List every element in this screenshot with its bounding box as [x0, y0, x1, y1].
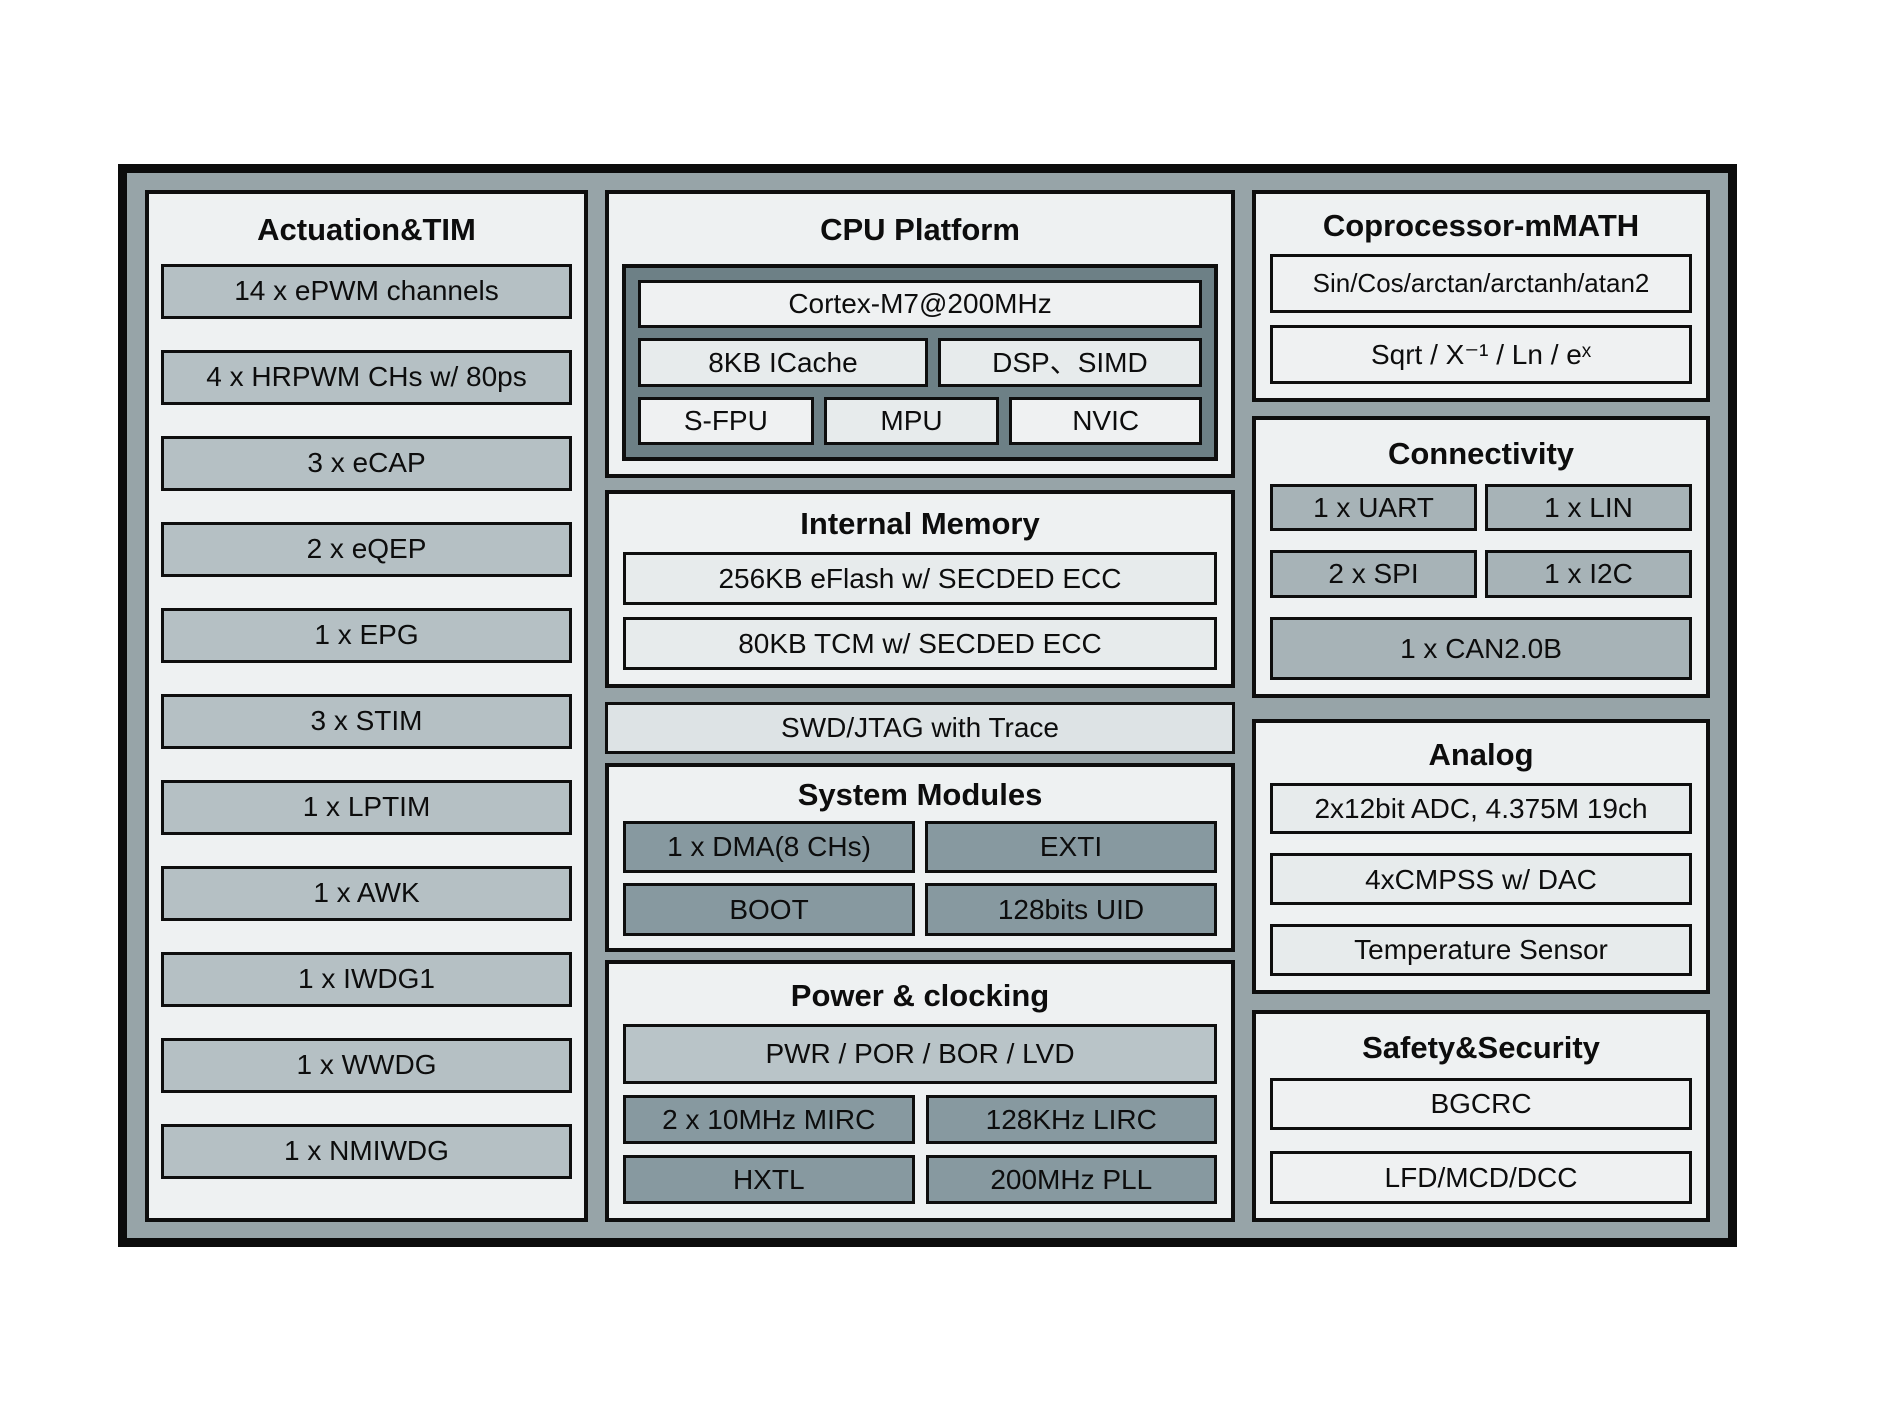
safety-security-title: Safety&Security: [1362, 1030, 1600, 1065]
power-clocking-grid: 2 x 10MHz MIRC 128KHz LIRC HXTL 200MHz P…: [623, 1095, 1217, 1204]
connectivity-panel: Connectivity 1 x UART 1 x LIN 2 x SPI 1 …: [1252, 416, 1710, 698]
item-lfd-mcd-dcc: LFD/MCD/DCC: [1270, 1151, 1692, 1205]
item-mpu: MPU: [823, 396, 1000, 445]
item-pll: 200MHz PLL: [925, 1155, 1217, 1204]
item-lptim: 1 x LPTIM: [161, 779, 572, 835]
item-mirc: 2 x 10MHz MIRC: [623, 1095, 915, 1145]
safety-security-items: BGCRC LFD/MCD/DCC: [1270, 1077, 1692, 1205]
item-spi: 2 x SPI: [1270, 550, 1477, 598]
item-hrpwm: 4 x HRPWM CHs w/ 80ps: [161, 349, 572, 405]
item-tcm: 80KB TCM w/ SECDED ECC: [623, 616, 1217, 671]
actuation-panel: Actuation&TIM 14 x ePWM channels 4 x HRP…: [145, 190, 588, 1222]
power-clocking-body: PWR / POR / BOR / LVD 2 x 10MHz MIRC 128…: [623, 1023, 1217, 1204]
item-pwr-por-bor-lvd: PWR / POR / BOR / LVD: [623, 1023, 1217, 1085]
item-hxtl: HXTL: [623, 1155, 915, 1204]
analog-panel: Analog 2x12bit ADC, 4.375M 19ch 4xCMPSS …: [1252, 719, 1710, 994]
power-clocking-title: Power & clocking: [790, 978, 1050, 1013]
item-epwm-channels: 14 x ePWM channels: [161, 263, 572, 319]
item-dma: 1 x DMA(8 CHs): [623, 820, 915, 874]
item-swd-jtag: SWD/JTAG with Trace: [605, 702, 1235, 754]
item-icache: 8KB ICache: [638, 338, 928, 387]
item-awk: 1 x AWK: [161, 865, 572, 921]
analog-items: 2x12bit ADC, 4.375M 19ch 4xCMPSS w/ DAC …: [1270, 782, 1692, 976]
middle-column: CPU Platform Cortex-M7@200MHz 8KB ICache…: [605, 190, 1235, 1222]
item-dsp-simd: DSP、SIMD: [937, 338, 1202, 387]
cpu-platform-panel: CPU Platform Cortex-M7@200MHz 8KB ICache…: [605, 190, 1235, 478]
item-temp-sensor: Temperature Sensor: [1270, 924, 1692, 976]
power-clocking-panel: Power & clocking PWR / POR / BOR / LVD 2…: [605, 960, 1235, 1222]
item-wwdg: 1 x WWDG: [161, 1037, 572, 1093]
internal-memory-title: Internal Memory: [800, 506, 1040, 541]
connectivity-title: Connectivity: [1387, 436, 1575, 471]
coprocessor-panel: Coprocessor-mMATH Sin/Cos/arctan/arctanh…: [1252, 190, 1710, 402]
item-lirc: 128KHz LIRC: [925, 1095, 1217, 1145]
system-modules-grid: 1 x DMA(8 CHs) EXTI BOOT 128bits UID: [623, 820, 1217, 936]
cpu-cache-row: 8KB ICache DSP、SIMD: [638, 338, 1202, 387]
cpu-core-cluster: Cortex-M7@200MHz 8KB ICache DSP、SIMD S-F…: [622, 263, 1218, 461]
item-iwdg1: 1 x IWDG1: [161, 951, 572, 1007]
item-cortex-core: Cortex-M7@200MHz: [638, 279, 1202, 329]
item-bgcrc: BGCRC: [1270, 1077, 1692, 1131]
cpu-platform-title: CPU Platform: [820, 212, 1020, 247]
coprocessor-title: Coprocessor-mMATH: [1322, 208, 1640, 243]
right-column: Coprocessor-mMATH Sin/Cos/arctan/arctanh…: [1252, 190, 1710, 1222]
item-i2c: 1 x I2C: [1485, 550, 1692, 598]
coprocessor-items: Sin/Cos/arctan/arctanh/atan2 Sqrt / X⁻¹ …: [1270, 253, 1692, 385]
item-stim: 3 x STIM: [161, 693, 572, 749]
item-boot: BOOT: [623, 883, 915, 936]
item-trig-functions: Sin/Cos/arctan/arctanh/atan2: [1270, 253, 1692, 313]
item-sfpu: S-FPU: [638, 396, 814, 445]
cpu-core-row: Cortex-M7@200MHz: [638, 279, 1202, 329]
system-modules-panel: System Modules 1 x DMA(8 CHs) EXTI BOOT …: [605, 763, 1235, 952]
item-uid: 128bits UID: [925, 883, 1217, 936]
item-lin: 1 x LIN: [1485, 483, 1692, 532]
item-adc: 2x12bit ADC, 4.375M 19ch: [1270, 782, 1692, 835]
item-exti: EXTI: [925, 820, 1217, 874]
analog-title: Analog: [1428, 737, 1534, 772]
internal-memory-panel: Internal Memory 256KB eFlash w/ SECDED E…: [605, 490, 1235, 688]
actuation-title: Actuation&TIM: [257, 212, 476, 247]
item-cmpss: 4xCMPSS w/ DAC: [1270, 853, 1692, 906]
chip-outline: Actuation&TIM 14 x ePWM channels 4 x HRP…: [118, 164, 1737, 1247]
item-eqep: 2 x eQEP: [161, 521, 572, 577]
item-nvic: NVIC: [1009, 396, 1202, 445]
cpu-fpu-row: S-FPU MPU NVIC: [638, 396, 1202, 445]
item-can: 1 x CAN2.0B: [1270, 616, 1692, 680]
item-ecap: 3 x eCAP: [161, 435, 572, 491]
internal-memory-items: 256KB eFlash w/ SECDED ECC 80KB TCM w/ S…: [623, 551, 1217, 671]
system-modules-title: System Modules: [797, 777, 1043, 812]
item-epg: 1 x EPG: [161, 607, 572, 663]
connectivity-grid: 1 x UART 1 x LIN 2 x SPI 1 x I2C: [1270, 483, 1692, 598]
safety-security-panel: Safety&Security BGCRC LFD/MCD/DCC: [1252, 1010, 1710, 1222]
item-eflash: 256KB eFlash w/ SECDED ECC: [623, 551, 1217, 605]
left-column: Actuation&TIM 14 x ePWM channels 4 x HRP…: [145, 190, 588, 1222]
item-sqrt-ln-exp: Sqrt / X⁻¹ / Ln / eˣ: [1270, 324, 1692, 385]
actuation-items: 14 x ePWM channels 4 x HRPWM CHs w/ 80ps…: [149, 262, 584, 1179]
connectivity-body: 1 x UART 1 x LIN 2 x SPI 1 x I2C 1 x CAN…: [1270, 483, 1692, 680]
item-nmiwdg: 1 x NMIWDG: [161, 1123, 572, 1179]
item-uart: 1 x UART: [1270, 483, 1477, 532]
